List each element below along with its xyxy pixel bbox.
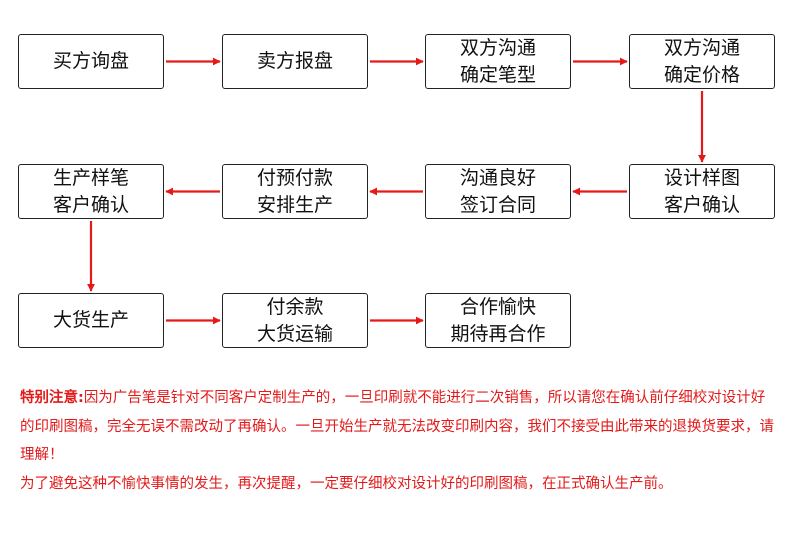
step-label: 付余款 大货运输	[256, 295, 333, 345]
step-confirm-price: 双方沟通 确定价格	[629, 34, 775, 89]
step-prepay-production: 付预付款 安排生产	[222, 164, 368, 219]
notice-paragraph-1: 特别注意:因为广告笔是针对不同客户定制生产的，一旦印刷就不能进行二次销售，所以请…	[20, 384, 775, 470]
step-buyer-inquiry: 买方询盘	[18, 34, 164, 89]
notice-text-1: 因为广告笔是针对不同客户定制生产的，一旦印刷就不能进行二次销售，所以请您在确认前…	[20, 390, 774, 463]
step-sample-confirm: 生产样笔 客户确认	[18, 164, 164, 219]
step-label: 付预付款 安排生产	[256, 166, 333, 216]
step-label: 双方沟通 确定价格	[663, 36, 740, 86]
notice-paragraph-2: 为了避免这种不愉快事情的发生，再次提醒，一定要仔细校对设计好的印刷图稿，在正式确…	[20, 470, 775, 499]
step-design-sample: 设计样图 客户确认	[629, 164, 775, 219]
step-label: 生产样笔 客户确认	[52, 166, 129, 216]
step-seller-quote: 卖方报盘	[222, 34, 368, 89]
step-cooperation-happy: 合作愉快 期待再合作	[425, 293, 571, 348]
step-label: 卖方报盘	[256, 50, 333, 72]
notice-text-2: 为了避免这种不愉快事情的发生，再次提醒，一定要仔细校对设计好的印刷图稿，在正式确…	[20, 475, 673, 492]
step-label: 大货生产	[52, 309, 129, 331]
step-balance-shipping: 付余款 大货运输	[222, 293, 368, 348]
step-confirm-pen-model: 双方沟通 确定笔型	[425, 34, 571, 89]
step-label: 买方询盘	[52, 50, 129, 72]
flow-arrows	[87, 57, 706, 325]
special-notice: 特别注意:因为广告笔是针对不同客户定制生产的，一旦印刷就不能进行二次销售，所以请…	[20, 384, 775, 498]
step-label: 沟通良好 签订合同	[459, 166, 536, 216]
step-label: 设计样图 客户确认	[663, 166, 740, 216]
step-label: 双方沟通 确定笔型	[459, 36, 536, 86]
step-sign-contract: 沟通良好 签订合同	[425, 164, 571, 219]
notice-label: 特别注意:	[20, 390, 84, 406]
step-mass-production: 大货生产	[18, 293, 164, 348]
step-label: 合作愉快 期待再合作	[450, 295, 546, 345]
